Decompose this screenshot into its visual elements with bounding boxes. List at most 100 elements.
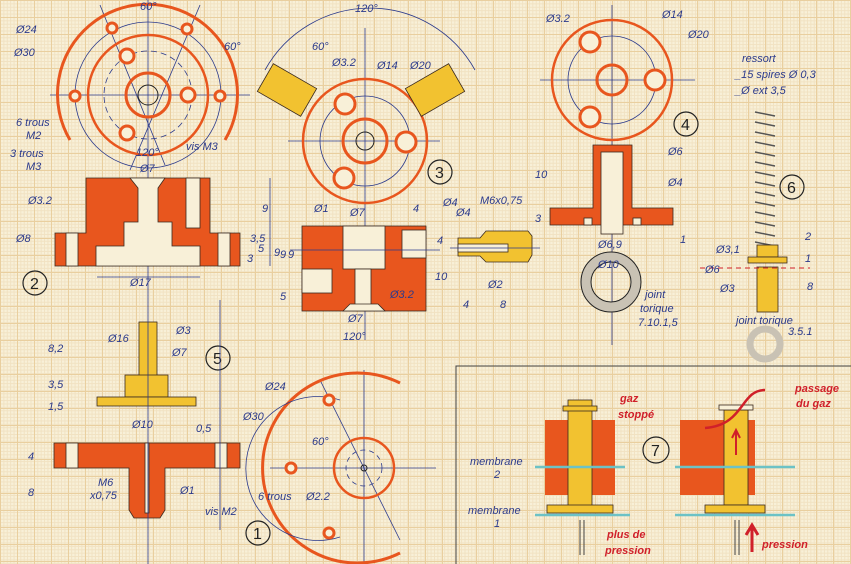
dim-label: 10	[435, 271, 448, 283]
dim-label: 1	[680, 234, 686, 246]
dim-label: 120°	[136, 147, 159, 159]
note-label: M3	[26, 161, 42, 173]
note-label: joint	[643, 289, 666, 301]
note-label: 7.10.1,5	[638, 317, 679, 329]
dim-label: 5	[280, 291, 287, 303]
dim-label: 10	[535, 169, 548, 181]
dim-label: Ø16	[107, 333, 130, 345]
dim-label: Ø6	[704, 264, 721, 276]
dim-label: Ø3	[719, 283, 736, 295]
dim-label: Ø3	[175, 325, 192, 337]
dim-label: 8	[28, 487, 35, 499]
dim-label: 4	[28, 451, 34, 463]
part-number: 7	[651, 443, 660, 460]
dim-label: 4	[437, 235, 443, 247]
note-label: membrane	[470, 456, 523, 468]
part1-section: 1 Ø10 0,5 4 8 M6 x0,75 Ø1 vis M2	[28, 300, 271, 564]
dim-label: Ø4	[667, 177, 683, 189]
part2-labels: Ø24 Ø30 60° 60° 6 trous M2 3 trous M3 vi…	[10, 1, 280, 289]
part3-section	[290, 225, 440, 312]
part-number: 3	[435, 165, 444, 182]
note-label: 1	[494, 518, 500, 530]
dim-label: 0,5	[196, 423, 212, 435]
dim-label: 9	[288, 249, 294, 261]
dim-label: Ø3.2	[545, 13, 570, 25]
dim-label: Ø24	[264, 381, 286, 393]
part4-labels: Ø3.2 Ø14 Ø20 Ø6 Ø4 10 3 1 Ø6,9 Ø10 joint…	[535, 9, 710, 329]
note-label: 3 trous	[10, 148, 44, 160]
part6-spring-pin: 6	[700, 111, 810, 363]
dim-label: M6	[98, 477, 114, 489]
part1-top-view: Ø24 Ø30 60° 6 trous Ø2.2	[242, 370, 436, 564]
part6-labels: ressort _15 spires Ø 0,3 _Ø ext 3,5 Ø3,1…	[704, 53, 817, 338]
dim-label: 8	[500, 299, 507, 311]
dim-label: 60°	[312, 41, 329, 53]
dim-label: Ø3,1	[715, 244, 740, 256]
dim-label: Ø7	[347, 313, 364, 325]
note-label: 3.5.1	[788, 326, 812, 338]
dim-label: M6x0,75	[480, 195, 523, 207]
note-label: plus de	[606, 529, 646, 541]
dim-label: Ø3.2	[27, 195, 52, 207]
dim-label: Ø7	[171, 347, 188, 359]
part-number: 1	[253, 526, 262, 543]
note-label: ressort	[742, 53, 777, 65]
note-label: vis M3	[186, 141, 219, 153]
dim-label: Ø30	[13, 47, 36, 59]
part-number: 4	[681, 117, 690, 134]
dim-label: Ø10	[597, 259, 620, 271]
note-label: _15 spires Ø 0,3	[734, 69, 817, 81]
part-number: 5	[213, 351, 222, 368]
note-label: pression	[761, 539, 808, 551]
note-label: stoppé	[618, 409, 654, 421]
dim-label: 2	[804, 231, 811, 243]
note-label: M2	[26, 130, 41, 142]
dim-label: Ø14	[376, 60, 398, 72]
note-label: du gaz	[796, 398, 831, 410]
part-number: 6	[787, 180, 796, 197]
dim-label: Ø14	[661, 9, 683, 21]
dim-label: Ø8	[15, 233, 32, 245]
note-label: gaz	[619, 393, 639, 405]
note-label: pression	[604, 545, 651, 557]
dim-label: 8,2	[48, 343, 63, 355]
dim-label: 3,5	[250, 233, 266, 245]
dim-label: 9	[262, 203, 268, 215]
dim-label: Ø7	[349, 207, 366, 219]
dim-label: Ø4	[442, 197, 458, 209]
dim-label: Ø20	[687, 29, 710, 41]
dim-label: 4	[463, 299, 469, 311]
dim-label: Ø30	[242, 411, 265, 423]
dim-label: 5	[258, 243, 265, 255]
dim-label: 1,5	[48, 401, 64, 413]
part4-section	[549, 144, 674, 313]
dim-label: Ø4	[455, 207, 471, 219]
dim-label: Ø6	[667, 146, 684, 158]
part3-top-view: 3	[256, 7, 476, 340]
note-label: joint torique	[734, 315, 793, 327]
note-label: torique	[640, 303, 674, 315]
dim-label: Ø20	[409, 60, 432, 72]
part2-top-view	[50, 0, 250, 300]
note-label: passage	[794, 383, 839, 395]
dim-label: 60°	[224, 41, 241, 53]
part2-section: 2	[22, 177, 271, 296]
part5-section: 5 Ø3 Ø16 Ø7 8,2 3,5 1,5	[48, 321, 231, 413]
dim-label: 120°	[343, 331, 366, 343]
note-label: membrane	[468, 505, 521, 517]
dim-label: 3	[535, 213, 542, 225]
dim-label: 120°	[355, 3, 378, 15]
dim-label: 9	[280, 249, 286, 261]
note-label: 2	[493, 469, 500, 481]
dim-label: x0,75	[89, 490, 118, 502]
dim-label: Ø17	[129, 277, 152, 289]
dim-label: Ø3.2	[331, 57, 356, 69]
dim-label: Ø24	[15, 24, 37, 36]
dim-label: 3	[247, 253, 254, 265]
note-label: 6 trous	[16, 117, 50, 129]
dim-label: 60°	[312, 436, 329, 448]
nozzle-section: Ø4 M6x0,75 Ø2 4 8	[450, 195, 540, 311]
dim-label: Ø10	[131, 419, 154, 431]
part3-labels: 120° 60° Ø3.2 Ø14 Ø20 Ø1 Ø7 4 Ø4 4 9 5 9…	[280, 3, 458, 343]
